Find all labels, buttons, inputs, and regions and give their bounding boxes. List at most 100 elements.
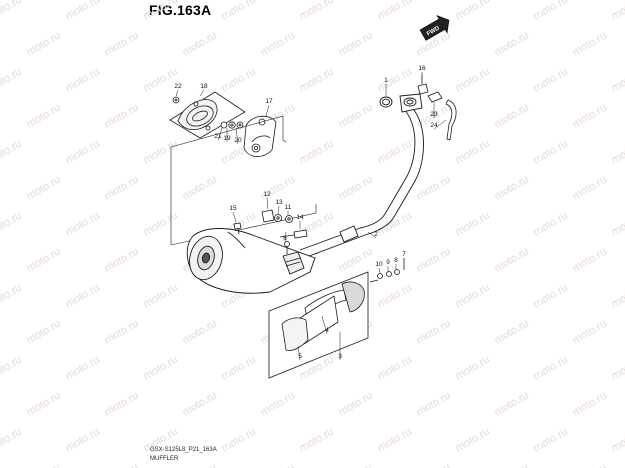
mount-bolts-6-11-15 bbox=[233, 209, 308, 254]
callout-leader-13 bbox=[277, 205, 280, 215]
watermark-text: moto.ru bbox=[25, 174, 63, 203]
callout-leader-17 bbox=[265, 104, 270, 117]
watermark-text: moto.ru bbox=[25, 318, 63, 347]
watermark-text: moto.ru bbox=[454, 138, 492, 167]
watermark-text: moto.ru bbox=[103, 246, 141, 275]
watermark-text: moto.ru bbox=[376, 138, 414, 167]
fasteners-16-23-24 bbox=[417, 74, 457, 141]
watermark-text: moto.ru bbox=[337, 462, 375, 468]
callout-leader-10 bbox=[378, 267, 381, 274]
muffler-cover-3-4-5 bbox=[268, 271, 369, 379]
watermark-text: moto.ru bbox=[220, 0, 258, 23]
watermark-text: moto.ru bbox=[571, 174, 609, 203]
watermark-text: moto.ru bbox=[181, 390, 219, 419]
watermark-text: moto.ru bbox=[337, 30, 375, 59]
watermark-text: moto.ru bbox=[64, 210, 102, 239]
watermark-text: moto.ru bbox=[571, 390, 609, 419]
watermark-text: moto.ru bbox=[337, 102, 375, 131]
watermark-text: moto.ru bbox=[64, 354, 102, 383]
watermark-text: moto.ru bbox=[103, 102, 141, 131]
callout-leader-20 bbox=[235, 127, 239, 145]
callout-leader-6 bbox=[284, 231, 287, 243]
callout-24: 24 bbox=[430, 122, 438, 129]
gasket-1 bbox=[379, 96, 393, 108]
watermark-text: moto.ru bbox=[142, 138, 180, 167]
callout-23: 23 bbox=[430, 111, 438, 118]
callout-18: 18 bbox=[200, 83, 208, 90]
callout-2: 2 bbox=[374, 231, 378, 238]
watermark-text: moto.ru bbox=[0, 210, 24, 239]
watermark-text: moto.ru bbox=[610, 354, 625, 383]
watermark-text: moto.ru bbox=[25, 30, 63, 59]
watermark-text: moto.ru bbox=[142, 210, 180, 239]
watermark-text: moto.ru bbox=[142, 354, 180, 383]
watermark-text: moto.ru bbox=[25, 462, 63, 468]
watermark-text: moto.ru bbox=[532, 426, 570, 455]
watermark-text: moto.ru bbox=[181, 30, 219, 59]
heat-shield-18 bbox=[169, 91, 246, 139]
callout-leader-22 bbox=[175, 89, 179, 97]
callout-leader-18 bbox=[199, 89, 205, 97]
watermark-text: moto.ru bbox=[532, 138, 570, 167]
callout-10: 10 bbox=[375, 261, 383, 268]
callout-leader-5 bbox=[297, 345, 301, 361]
watermark-text: moto.ru bbox=[610, 282, 625, 311]
callout-leader-21 bbox=[217, 127, 223, 141]
watermark-text: moto.ru bbox=[454, 66, 492, 95]
callout-17: 17 bbox=[265, 98, 273, 105]
watermark-text: moto.ru bbox=[454, 354, 492, 383]
watermark-text: moto.ru bbox=[532, 66, 570, 95]
watermark-text: moto.ru bbox=[181, 318, 219, 347]
callout-8: 8 bbox=[394, 257, 398, 264]
watermark-text: moto.ru bbox=[493, 462, 531, 468]
watermark-text: moto.ru bbox=[181, 174, 219, 203]
watermark-text: moto.ru bbox=[376, 354, 414, 383]
watermark-text: moto.ru bbox=[493, 246, 531, 275]
figure-title: FIG.163A bbox=[149, 2, 212, 18]
watermark-text: moto.ru bbox=[220, 426, 258, 455]
watermark-text: moto.ru bbox=[415, 462, 453, 468]
callout-6: 6 bbox=[283, 235, 287, 242]
watermark-text: moto.ru bbox=[25, 390, 63, 419]
watermark-text: moto.ru bbox=[610, 426, 625, 455]
watermark-text: moto.ru bbox=[259, 390, 297, 419]
callout-1: 1 bbox=[384, 77, 388, 84]
watermark-text: moto.ru bbox=[454, 0, 492, 23]
watermark-text: moto.ru bbox=[415, 246, 453, 275]
muffler-body bbox=[186, 228, 316, 294]
watermark-text: moto.ru bbox=[220, 66, 258, 95]
watermark-text: moto.ru bbox=[571, 30, 609, 59]
watermark-text: moto.ru bbox=[0, 138, 24, 167]
washers-19-22 bbox=[172, 96, 244, 129]
watermark-text: moto.ru bbox=[0, 282, 24, 311]
watermark-text: moto.ru bbox=[298, 66, 336, 95]
watermark-text: moto.ru bbox=[415, 390, 453, 419]
watermark-text: moto.ru bbox=[181, 462, 219, 468]
callout-3: 3 bbox=[338, 353, 342, 360]
callout-leader-15 bbox=[232, 211, 237, 223]
callout-15: 15 bbox=[229, 205, 237, 212]
callout-13: 13 bbox=[275, 199, 283, 206]
watermark-text: moto.ru bbox=[103, 318, 141, 347]
watermark-text: moto.ru bbox=[64, 426, 102, 455]
watermark-text: moto.ru bbox=[298, 426, 336, 455]
callout-leader-12 bbox=[266, 197, 269, 210]
callout-9: 9 bbox=[386, 259, 390, 266]
watermark-text: moto.ru bbox=[0, 354, 24, 383]
watermark-text: moto.ru bbox=[376, 210, 414, 239]
callout-22: 22 bbox=[174, 83, 182, 90]
watermark-text: moto.ru bbox=[64, 66, 102, 95]
watermark-text: moto.ru bbox=[532, 0, 570, 23]
watermark-text: moto.ru bbox=[415, 174, 453, 203]
watermark-text: moto.ru bbox=[571, 318, 609, 347]
watermark-text: moto.ru bbox=[493, 174, 531, 203]
watermark-text: moto.ru bbox=[0, 426, 24, 455]
watermark-text: moto.ru bbox=[142, 282, 180, 311]
muffler-bracket-17 bbox=[243, 115, 277, 157]
watermark-text: moto.ru bbox=[493, 30, 531, 59]
cover-screws-7-10 bbox=[369, 258, 405, 283]
